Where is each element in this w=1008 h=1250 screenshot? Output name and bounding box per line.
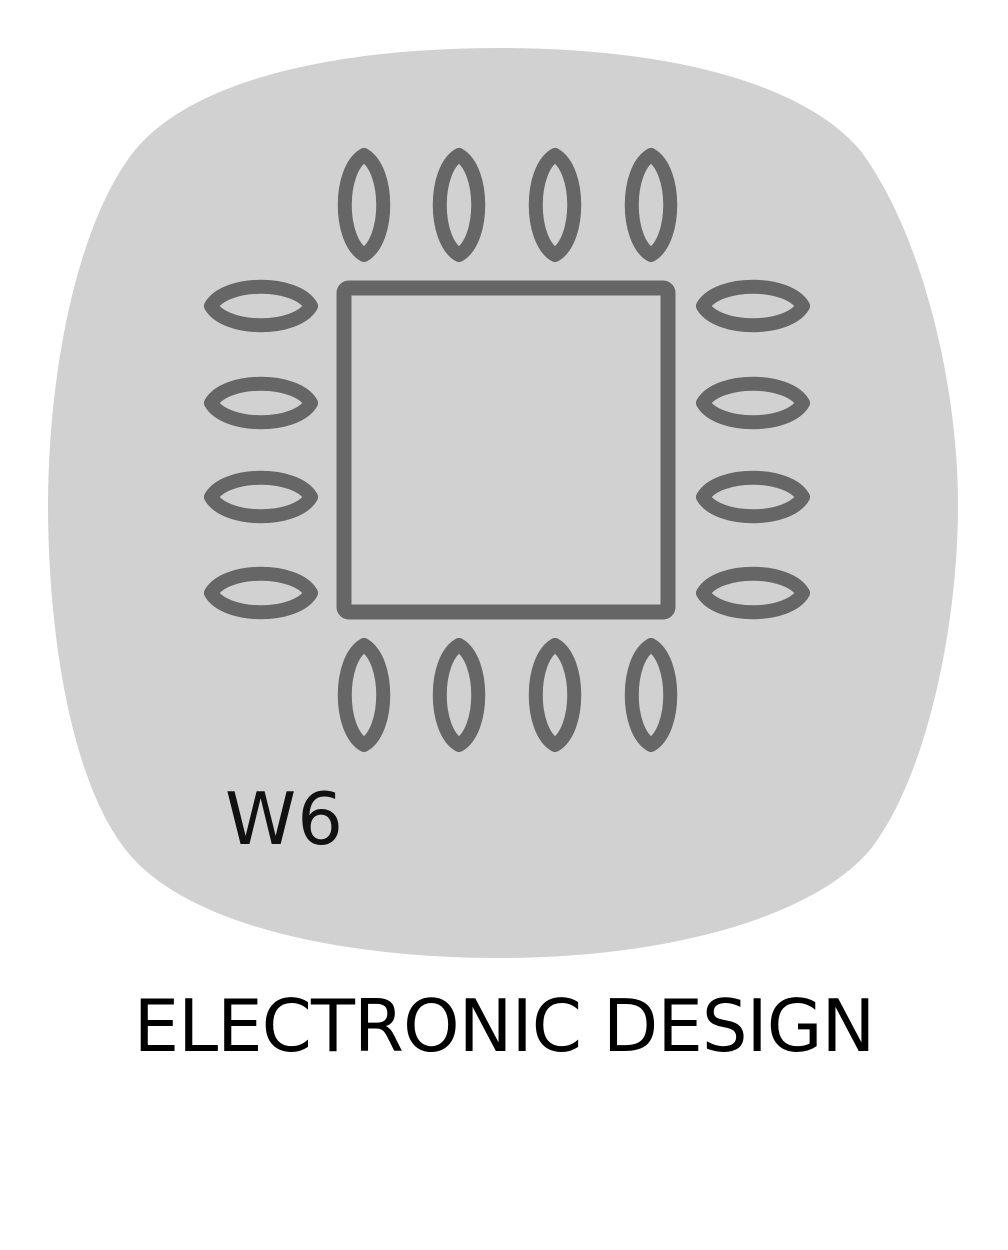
chip-pins (204, 148, 810, 752)
chip-pin-left-4 (204, 566, 318, 620)
chip-pin-bottom-1 (337, 638, 391, 752)
chip-pin-left-3 (204, 470, 318, 524)
badge-background-shape (48, 48, 958, 958)
chip-body (336, 280, 676, 620)
microchip-icon (204, 148, 810, 752)
chip-pin-left-1 (204, 279, 318, 333)
chip-pin-top-2 (432, 148, 486, 262)
chip-pin-right-3 (696, 470, 810, 524)
chip-pin-top-4 (624, 148, 678, 262)
chip-pin-bottom-4 (624, 638, 678, 752)
chip-pin-bottom-3 (528, 638, 582, 752)
badge-caption: ELECTRONIC DESIGN (133, 984, 876, 1068)
chip-pin-top-3 (528, 148, 582, 262)
chip-pin-bottom-2 (432, 638, 486, 752)
chip-pin-left-2 (204, 376, 318, 430)
badge-code: W6 (225, 777, 344, 861)
chip-pin-right-1 (696, 279, 810, 333)
chip-pin-right-4 (696, 566, 810, 620)
chip-pin-right-2 (696, 376, 810, 430)
chip-pin-top-1 (337, 148, 391, 262)
